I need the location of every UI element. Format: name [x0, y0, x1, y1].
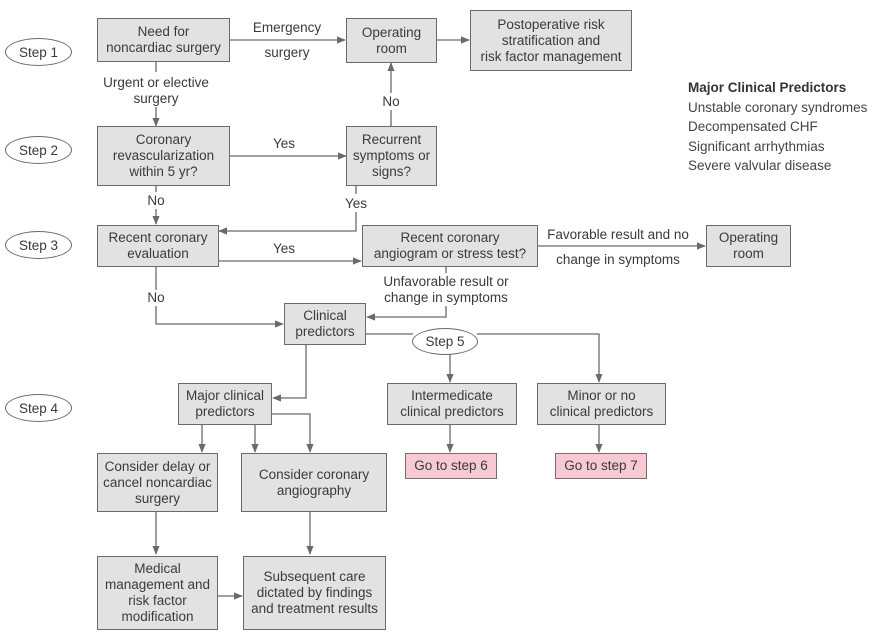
node-subsequent-care: Subsequent care dictated by findings and…	[243, 556, 386, 630]
node-postoperative-risk: Postoperative risk stratification and ri…	[470, 10, 632, 71]
step-1-label: Step 1	[5, 38, 72, 66]
node-go-to-step-7: Go to step 7	[555, 453, 647, 479]
node-recent-coronary-evaluation: Recent coronary evaluation	[97, 225, 219, 267]
label-urgent-elective: Urgent or elective surgery	[96, 75, 216, 107]
legend-item: Decompensated CHF	[688, 119, 818, 134]
node-clinical-predictors: Clinical predictors	[284, 303, 366, 345]
label-recurrent-no: No	[378, 94, 404, 110]
label-favorable-change: change in symptoms	[556, 252, 680, 267]
node-intermediate-clinical-predictors: Intermedicate clinical predictors	[387, 383, 517, 425]
legend-item: Severe valvular disease	[688, 158, 832, 173]
node-need-noncardiac-surgery: Need for noncardiac surgery	[97, 18, 230, 62]
label-revasc-yes: Yes	[272, 136, 296, 151]
label-emergency-surgery: surgery	[264, 45, 310, 60]
node-recurrent-symptoms: Recurrent symptoms or signs?	[346, 126, 437, 186]
node-coronary-revascularization: Coronary revascularization within 5 yr?	[97, 126, 230, 186]
label-recurrent-yes: Yes	[337, 196, 375, 212]
node-medical-management: Medical management and risk factor modif…	[97, 556, 218, 630]
node-minor-clinical-predictors: Minor or no clinical predictors	[537, 383, 666, 425]
node-recent-angiogram-stress-test: Recent coronary angiogram or stress test…	[362, 225, 538, 267]
node-operating-room-2: Operating room	[706, 225, 791, 267]
legend-item: Significant arrhythmias	[688, 138, 825, 154]
label-revasc-no: No	[143, 193, 169, 209]
legend-item: Unstable coronary syndromes	[688, 99, 868, 115]
node-consider-coronary-angiography: Consider coronary angiography	[241, 453, 387, 512]
label-unfavorable: Unfavorable result or change in symptoms	[378, 274, 514, 306]
edge-predictors-major	[272, 345, 307, 402]
label-evaluation-yes: Yes	[272, 241, 296, 256]
step-4-label: Step 4	[5, 394, 72, 422]
step-2-label: Step 2	[5, 136, 72, 164]
node-major-clinical-predictors: Major clinical predictors	[178, 383, 272, 425]
step-5-label: Step 5	[412, 328, 478, 355]
label-favorable: Favorable result and no	[547, 227, 689, 242]
node-go-to-step-6: Go to step 6	[405, 453, 497, 479]
node-operating-room-1: Operating room	[346, 18, 437, 63]
node-consider-delay: Consider delay or cancel noncardiac surg…	[97, 453, 218, 512]
label-emergency: Emergency	[252, 20, 322, 35]
label-evaluation-no: No	[143, 290, 169, 306]
major-predictors-legend: Major Clinical Predictors Unstable coron…	[688, 78, 867, 176]
edge-major-angio-b	[272, 413, 314, 453]
legend-title: Major Clinical Predictors	[688, 80, 847, 95]
step-3-label: Step 3	[5, 231, 72, 259]
